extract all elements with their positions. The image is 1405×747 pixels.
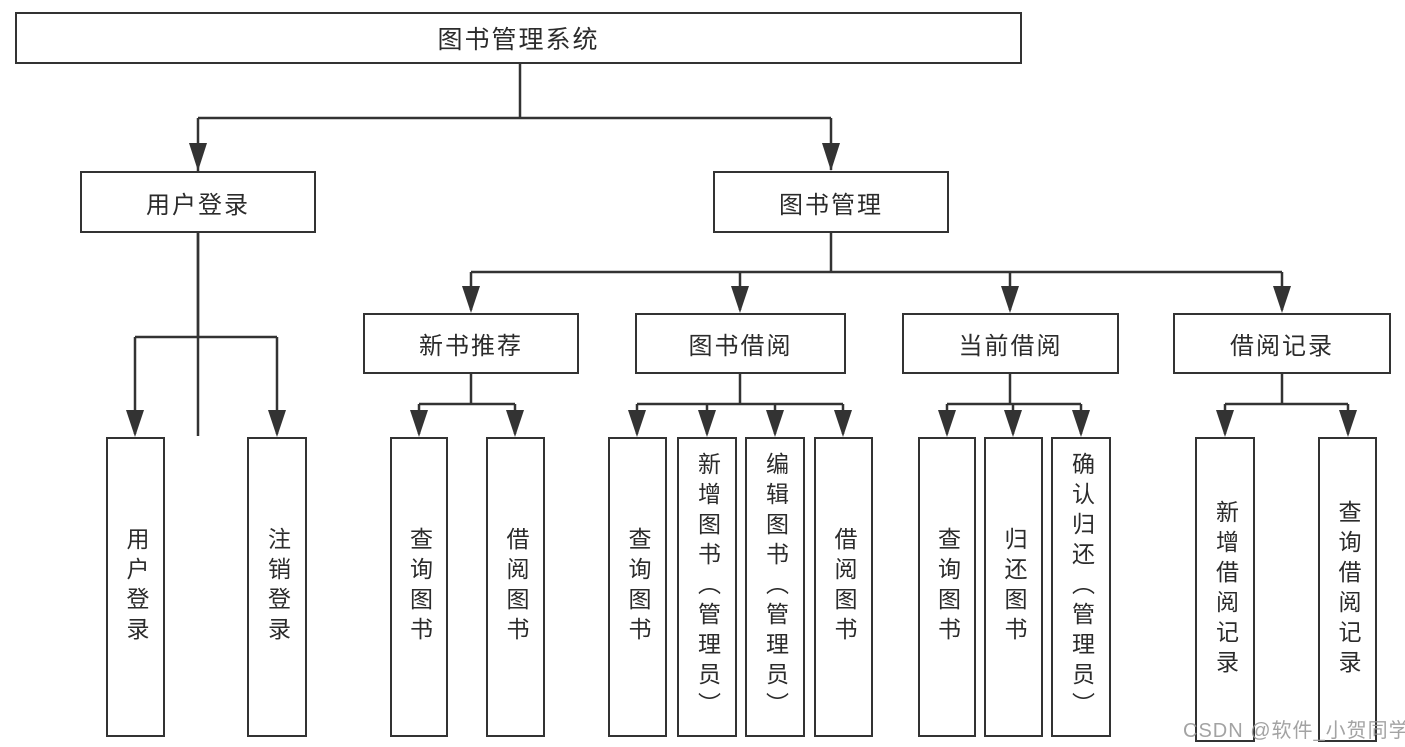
arrow-down-icon: [1216, 410, 1234, 437]
arrow-down-icon: [834, 410, 852, 437]
node-book-borrowing: 图书借阅: [635, 313, 846, 374]
connector-current-borrow-children: [945, 374, 1083, 434]
arrow-down-icon: [1339, 410, 1357, 437]
leaf-return-books: 归还图书: [984, 437, 1043, 737]
csdn-watermark: CSDN @软件_小贺同学: [1183, 720, 1405, 742]
arrow-down-icon: [1273, 286, 1291, 313]
leaf-query-books-current: 查询图书: [918, 437, 976, 737]
arrow-down-icon: [822, 143, 840, 171]
arrow-down-icon: [1004, 410, 1022, 437]
node-root-system: 图书管理系统: [15, 12, 1022, 64]
leaf-borrow-books: 借阅图书: [814, 437, 873, 737]
arrow-down-icon: [410, 410, 428, 437]
connector-lines: [133, 64, 1350, 436]
leaf-borrow-books-recommend: 借阅图书: [486, 437, 545, 737]
node-current-borrowing: 当前借阅: [902, 313, 1119, 374]
arrow-down-icon: [268, 410, 286, 437]
connector-new-book-children: [417, 374, 517, 434]
leaf-logout: 注销登录: [247, 437, 307, 737]
connector-user-login-children: [133, 233, 279, 434]
arrow-down-icon: [506, 410, 524, 437]
node-new-book-recommend: 新书推荐: [363, 313, 579, 374]
arrow-down-icon: [731, 286, 749, 313]
arrow-down-icon: [628, 410, 646, 437]
arrow-down-icon: [698, 410, 716, 437]
arrow-down-icon: [462, 286, 480, 313]
leaf-query-borrow-record: 查询借阅记录: [1318, 437, 1377, 742]
node-book-management: 图书管理: [713, 171, 949, 233]
node-user-login: 用户登录: [80, 171, 316, 233]
arrow-down-icon: [189, 143, 207, 171]
leaf-query-books-borrowing: 查询图书: [608, 437, 667, 737]
leaf-add-books-admin: 新增图书（管理员）: [677, 437, 737, 737]
leaf-confirm-return-admin: 确认归还（管理员）: [1051, 437, 1111, 737]
node-borrowing-records: 借阅记录: [1173, 313, 1391, 374]
connector-book-mgmt-children: [469, 233, 1284, 310]
leaf-query-books-recommend: 查询图书: [390, 437, 448, 737]
arrow-down-icon: [766, 410, 784, 437]
leaf-user-login: 用户登录: [106, 437, 165, 737]
arrow-down-icon: [1001, 286, 1019, 313]
leaf-edit-books-admin: 编辑图书（管理员）: [745, 437, 805, 737]
leaf-add-borrow-record: 新增借阅记录: [1195, 437, 1255, 742]
arrow-down-icon: [1072, 410, 1090, 437]
connector-book-borrow-children: [635, 374, 845, 434]
connector-records-children: [1223, 374, 1350, 434]
arrow-down-icon: [938, 410, 956, 437]
connector-root-to-level2: [196, 64, 833, 436]
arrow-down-icon: [126, 410, 144, 437]
